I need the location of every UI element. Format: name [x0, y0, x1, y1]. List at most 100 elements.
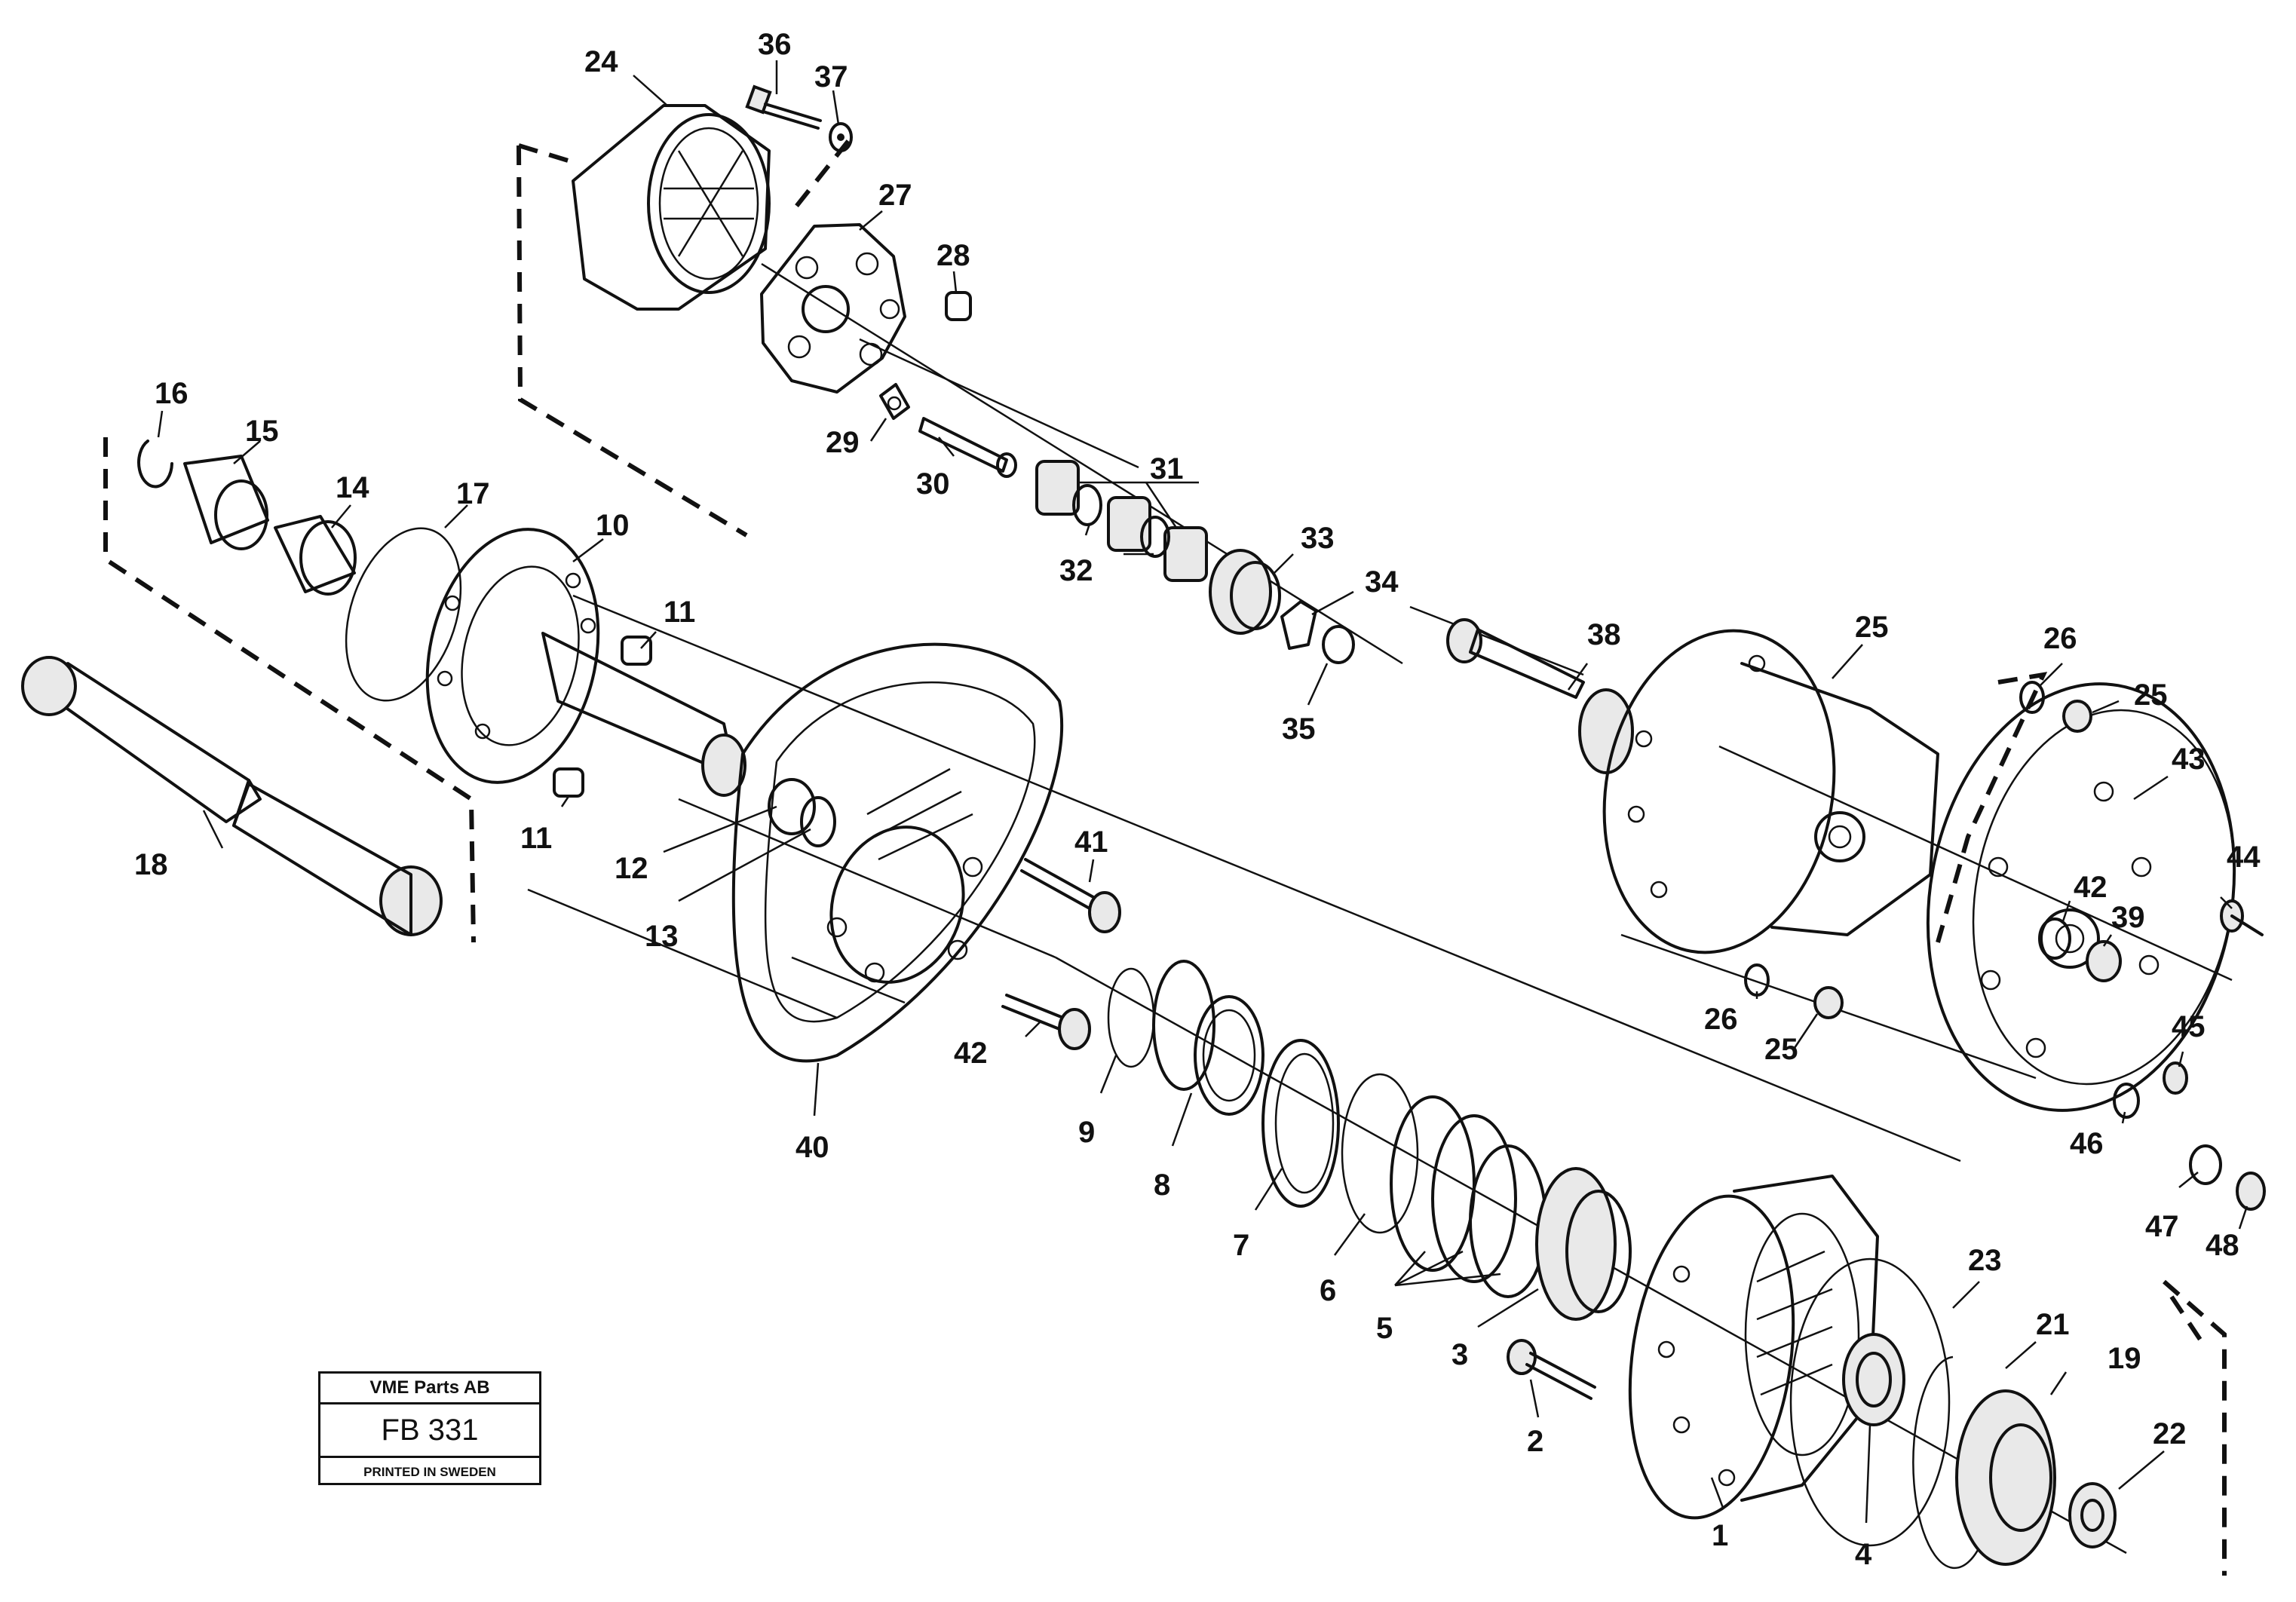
part-labels: 24 36 37 27 28 29 30 31 32 33 34 35 16 1…	[134, 28, 2261, 1571]
label-15: 15	[245, 415, 279, 448]
bearing-4	[1842, 1333, 1905, 1426]
label-2: 2	[1527, 1425, 1543, 1458]
clip-47	[2189, 1144, 2222, 1185]
label-12: 12	[615, 852, 648, 885]
label-38: 38	[1587, 618, 1621, 651]
label-35: 35	[1282, 712, 1316, 746]
screw-35	[1322, 625, 1355, 664]
screw-44	[2220, 899, 2264, 936]
label-26-top: 26	[2043, 622, 2077, 655]
shim-6	[1341, 1073, 1419, 1234]
label-24: 25	[1855, 611, 1889, 644]
leader-lines	[157, 60, 2248, 1524]
label-4: 4	[1855, 1538, 1872, 1571]
label-42-top: 41	[1074, 826, 1108, 859]
label-47: 47	[2145, 1210, 2179, 1243]
wheel-hub-1	[1628, 1175, 1879, 1520]
label-6: 6	[1320, 1274, 1336, 1307]
label-25-top: 25	[2134, 678, 2168, 712]
stamp-company: VME Parts AB	[320, 1374, 539, 1404]
stamp-footer: PRINTED IN SWEDEN	[363, 1465, 496, 1479]
title-stamp: VME Parts AB FB 331 PRINTED IN SWEDEN	[318, 1371, 541, 1485]
label-31: 31	[1150, 452, 1184, 486]
wheel-stud-2	[1507, 1339, 1596, 1400]
label-11-bottom: 11	[520, 822, 552, 855]
label-21: 22	[2153, 1417, 2187, 1450]
planet-carrier-27	[760, 223, 906, 394]
label-26-bottom: 26	[1704, 1003, 1738, 1036]
pin-39	[2086, 940, 2122, 982]
seal-12	[768, 778, 816, 835]
label-36: 36	[758, 28, 792, 61]
planet-carrier-housing-24	[1602, 629, 1939, 954]
label-30: 30	[916, 467, 950, 501]
label-11-top: 11	[664, 596, 695, 629]
label-42-bottom: 42	[954, 1037, 988, 1070]
label-37: 37	[814, 60, 848, 93]
label-29: 29	[826, 426, 860, 459]
label-27: 27	[878, 179, 912, 212]
ring-13	[800, 796, 836, 847]
label-9: 9	[1078, 1116, 1095, 1149]
label-41: 40	[795, 1131, 829, 1164]
bushings-11	[553, 636, 652, 798]
label-1: 1	[1712, 1519, 1728, 1552]
label-44: 44	[2227, 841, 2261, 874]
brake-backplate-41	[731, 642, 1064, 1063]
label-10: 10	[596, 509, 630, 542]
ring-40	[2038, 917, 2071, 960]
label-33: 33	[1301, 522, 1335, 555]
label-17: 17	[456, 477, 490, 510]
bearing-3	[1535, 1167, 1632, 1321]
label-32: 32	[1059, 554, 1093, 587]
label-20: 21	[2036, 1308, 2070, 1341]
washer-37	[829, 122, 853, 152]
bushing-15	[183, 455, 269, 550]
washer-46	[2113, 1083, 2140, 1119]
needle-rollers-31	[1035, 460, 1208, 582]
screws-25	[1813, 700, 2092, 1019]
label-39: 39	[2111, 901, 2145, 934]
screw-45	[2163, 1061, 2188, 1095]
lock-plate-34	[1280, 600, 1317, 650]
washer-29	[879, 383, 910, 420]
label-7: 7	[1233, 1229, 1249, 1262]
label-8: 8	[1154, 1169, 1170, 1202]
bolts-42	[1001, 858, 1121, 1050]
label-22: 23	[1968, 1244, 2002, 1277]
label-43: 43	[2172, 743, 2206, 776]
label-23: 24	[584, 45, 618, 78]
assembly-axes	[527, 262, 2233, 1555]
bearing-cups-5	[1390, 1095, 1547, 1298]
axle-shaft-38	[1446, 618, 1634, 774]
ring-gear-23	[572, 104, 771, 311]
seal-8	[1152, 960, 1264, 1116]
hub-spindle-10	[425, 528, 746, 797]
label-5: 5	[1376, 1312, 1393, 1345]
label-16: 16	[155, 377, 189, 410]
circlip-16	[137, 440, 173, 489]
pin-28	[945, 291, 972, 321]
label-48: 48	[2206, 1229, 2239, 1262]
stamp-code: FB 331	[320, 1404, 539, 1458]
label-3: 3	[1451, 1338, 1468, 1371]
label-46: 46	[2070, 1127, 2104, 1160]
dashed-brackets	[103, 139, 2227, 1576]
label-13: 13	[645, 920, 679, 953]
label-14: 14	[336, 471, 369, 504]
label-18: 18	[134, 848, 168, 881]
pin-30	[918, 417, 1017, 478]
o-ring-17	[345, 527, 462, 702]
sun-gear-19	[1955, 1389, 2056, 1566]
washers-26	[1744, 681, 2045, 997]
sleeve-14	[274, 515, 357, 596]
label-34: 34	[1365, 565, 1399, 599]
label-25-bottom: 25	[1764, 1033, 1798, 1066]
spacers-32	[1072, 484, 1170, 558]
gasket-22	[1789, 1257, 1951, 1547]
nut-21	[2068, 1482, 2117, 1548]
bolt-36	[745, 84, 822, 130]
nut-48	[2236, 1172, 2266, 1211]
ring-7	[1261, 1039, 1340, 1208]
